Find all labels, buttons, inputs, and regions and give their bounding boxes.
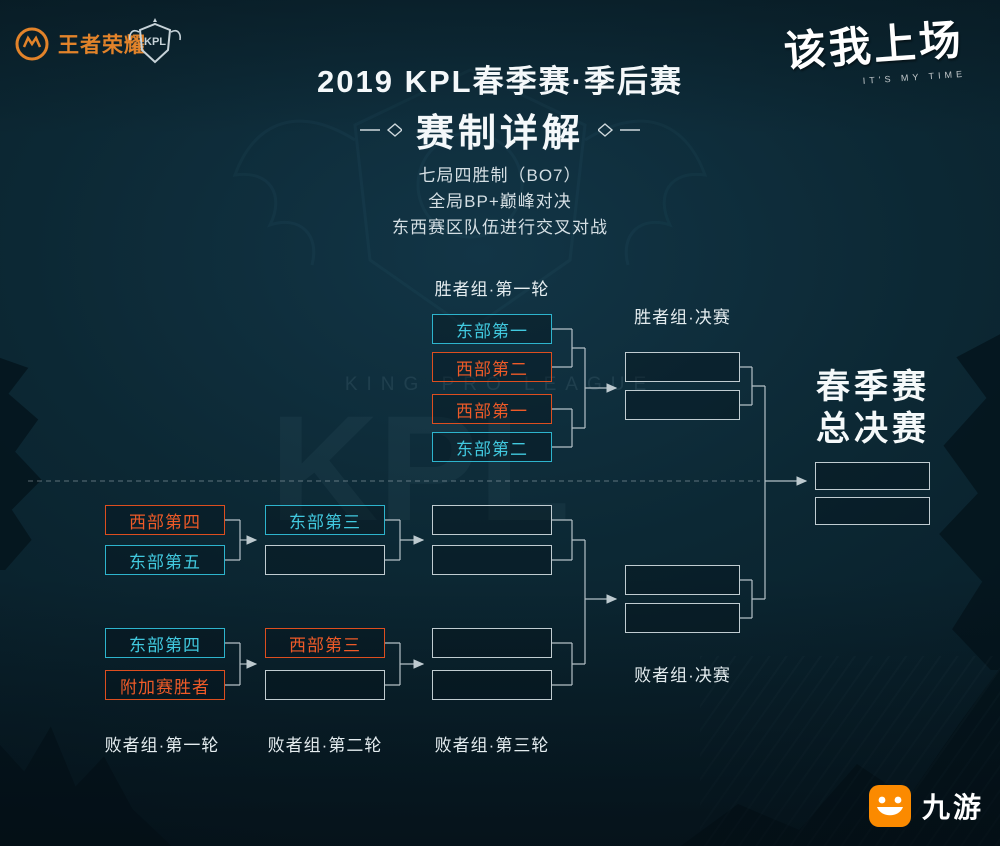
- team-box-west-4: 西部第四: [105, 505, 225, 535]
- platform-name: 九游: [921, 792, 984, 823]
- losers-round3-slot-4: [432, 670, 552, 700]
- team-box-east-3: 东部第三: [265, 505, 385, 535]
- page-subtitle: 赛制详解: [415, 113, 584, 155]
- team-box-west-1: 西部第一: [432, 394, 552, 424]
- winners-final-slot-2: [625, 390, 740, 420]
- label-losers-round2: 败者组·第二轮: [267, 736, 383, 755]
- losers-final-slot-2: [625, 603, 740, 633]
- grand-final-title-line1: 春季赛: [816, 368, 930, 406]
- label-losers-round1: 败者组·第一轮: [104, 736, 220, 755]
- rule-line-3: 东西赛区队伍进行交叉对战: [392, 218, 608, 237]
- wzry-emblem-icon: [15, 27, 49, 61]
- team-box-east-4: 东部第四: [105, 628, 225, 658]
- losers-final-slot-1: [625, 565, 740, 595]
- rule-line-2: 全局BP+巅峰对决: [428, 192, 572, 211]
- rule-line-1: 七局四胜制（BO7）: [418, 166, 582, 185]
- label-winners-final: 胜者组·决赛: [634, 308, 731, 327]
- label-winners-round1: 胜者组·第一轮: [434, 280, 550, 299]
- platform-brand: 九游: [868, 784, 984, 828]
- grand-final-slot-1: [815, 462, 930, 490]
- team-box-east-1: 东部第一: [432, 314, 552, 344]
- platform-smiley-icon: [868, 785, 911, 827]
- diamond-ornament-right-icon: [598, 122, 640, 137]
- grand-final-slot-2: [815, 497, 930, 525]
- team-box-east-2: 东部第二: [432, 432, 552, 462]
- team-box-west-2: 西部第二: [432, 352, 552, 382]
- losers-round2-slot-1: [265, 545, 385, 575]
- team-box-east-5: 东部第五: [105, 545, 225, 575]
- kpl-shield-text: KPL: [144, 36, 166, 48]
- losers-round2-slot-2: [265, 670, 385, 700]
- winners-final-slot-1: [625, 352, 740, 382]
- team-box-playin-winner: 附加赛胜者: [105, 670, 225, 700]
- brand-kpl-logo: KPL: [126, 16, 184, 75]
- grand-final-title-line2: 总决赛: [816, 410, 930, 448]
- grand-final-title: 春季赛 总决赛: [798, 366, 948, 450]
- team-box-west-3: 西部第三: [265, 628, 385, 658]
- losers-round3-slot-3: [432, 628, 552, 658]
- diamond-ornament-left-icon: [359, 122, 402, 137]
- slogan-text: 该我上场: [782, 14, 966, 77]
- kpl-shield-icon: KPL: [129, 18, 181, 64]
- losers-round3-slot-2: [432, 545, 552, 575]
- rules-block: 七局四胜制（BO7） 全局BP+巅峰对决 东西赛区队伍进行交叉对战: [0, 163, 1000, 241]
- slogan-block: 该我上场 IT'S MY TIME: [782, 6, 966, 91]
- label-losers-round3: 败者组·第三轮: [434, 736, 550, 755]
- label-losers-final: 败者组·决赛: [634, 666, 731, 685]
- losers-round3-slot-1: [432, 505, 552, 535]
- page-subtitle-row: 赛制详解: [0, 102, 1000, 157]
